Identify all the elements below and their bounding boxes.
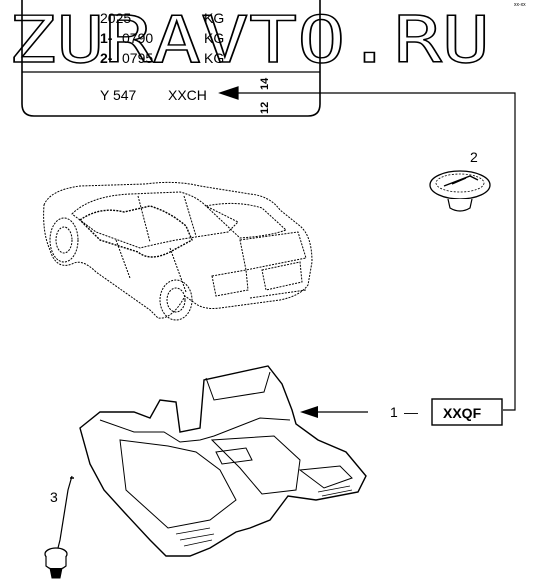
car-illustration xyxy=(43,181,313,321)
item-3-fastener: 3 xyxy=(44,475,74,579)
callout-number-1: 1 xyxy=(390,404,398,420)
corner-mark: xx-xx xyxy=(514,2,526,8)
callout-1: 1 — XXQF xyxy=(300,398,503,426)
weight-row-3: 2- 0795 KG xyxy=(100,50,224,66)
weight-row-1: 2025 KG xyxy=(100,10,224,26)
weight-unit: KG xyxy=(204,50,224,66)
weight-value-axle1: 0790 xyxy=(122,30,153,46)
leader-line xyxy=(218,86,516,411)
weight-unit: KG xyxy=(204,30,224,46)
callout-number-3: 3 xyxy=(50,489,58,505)
item-2-plug: 2 xyxy=(429,149,491,212)
item-1-floor-mat xyxy=(79,365,367,557)
axle-prefix: 2- xyxy=(100,50,113,66)
vertical-numbers: 12 14 xyxy=(259,77,271,114)
callout-number-2: 2 xyxy=(470,149,478,165)
weight-value-total: 2025 xyxy=(100,10,131,26)
part-code: XXQF xyxy=(443,405,482,421)
weight-value-axle2: 0795 xyxy=(122,50,153,66)
weight-unit: KG xyxy=(204,10,224,26)
label-plate: 2025 KG 1- 0790 KG 2- 0795 KG Y 547 XXCH… xyxy=(21,0,321,117)
watermark: ZURAVTO.RU xyxy=(8,4,490,78)
part-code-box xyxy=(431,398,503,426)
weight-row-2: 1- 0790 KG xyxy=(100,30,224,46)
trim-code: XXCH xyxy=(168,87,207,103)
callout-dash: — xyxy=(404,404,418,420)
model-code: Y 547 xyxy=(100,87,137,103)
axle-prefix: 1- xyxy=(100,30,113,46)
vertical-number-12: 12 xyxy=(259,102,271,114)
vertical-number-14: 14 xyxy=(259,77,271,90)
